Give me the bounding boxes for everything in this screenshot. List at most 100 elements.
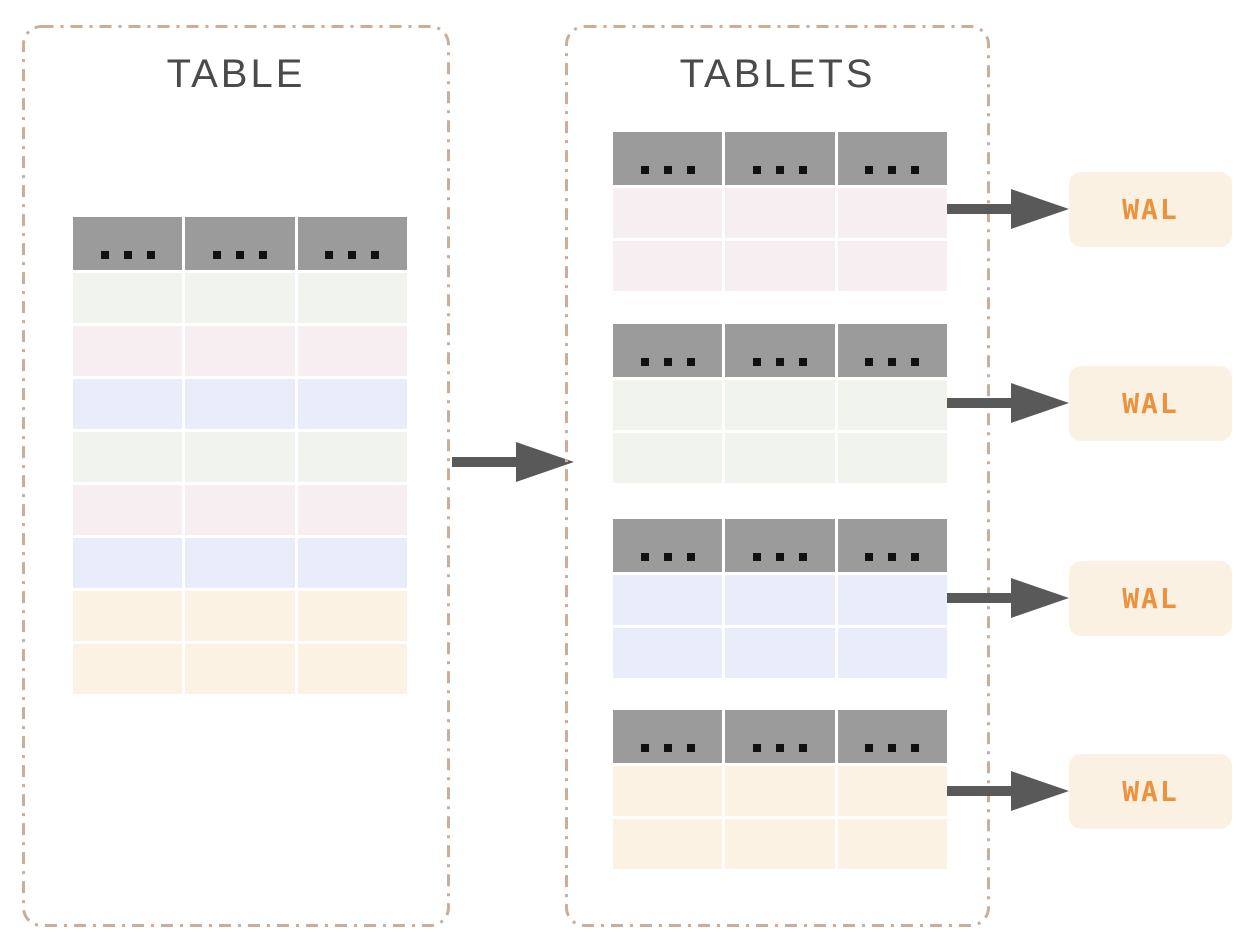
- table-cell: [185, 326, 295, 376]
- tablet-table-4: [613, 710, 947, 869]
- table-row-pink: [613, 241, 947, 291]
- table-cell: [73, 591, 183, 641]
- tablet2-to-wal-arrow-icon: [947, 383, 1069, 423]
- table-cell: [297, 273, 407, 323]
- table-row-orange: [613, 819, 947, 869]
- ellipsis-dot-icon: [663, 166, 672, 174]
- table-row-green: [613, 380, 947, 430]
- table-header-row: [73, 217, 407, 270]
- ellipsis-dot-icon: [775, 744, 784, 752]
- table-cell: [837, 575, 947, 625]
- table-cell: [725, 433, 835, 483]
- table-header-cell: [725, 324, 835, 377]
- ellipsis-dot-icon: [686, 553, 695, 561]
- table-header-cell: [73, 217, 183, 270]
- tablets-panel: TABLETS: [565, 25, 990, 927]
- dashed-border: [565, 25, 990, 927]
- table-cell: [837, 433, 947, 483]
- table-row-blue: [73, 379, 407, 429]
- ellipsis-dot-icon: [371, 251, 380, 259]
- ellipsis-dot-icon: [752, 166, 761, 174]
- ellipsis-dot-icon: [911, 358, 920, 366]
- table-cell: [613, 766, 723, 816]
- table-header-cell: [185, 217, 295, 270]
- ellipsis-dot-icon: [911, 744, 920, 752]
- ellipsis-dot-icon: [865, 166, 874, 174]
- table-cell: [613, 628, 723, 678]
- table-cell: [73, 432, 183, 482]
- table-row-blue: [613, 575, 947, 625]
- tablet-table-1: [613, 132, 947, 291]
- ellipsis-dot-icon: [686, 358, 695, 366]
- table-header-cell: [837, 519, 947, 572]
- ellipsis-dot-icon: [752, 553, 761, 561]
- ellipsis-dot-icon: [640, 744, 649, 752]
- table-cell: [837, 188, 947, 238]
- table-cell: [613, 433, 723, 483]
- ellipsis-dot-icon: [212, 251, 221, 259]
- table-cell: [297, 326, 407, 376]
- wal-box-2: WAL: [1069, 366, 1232, 441]
- table-cell: [837, 628, 947, 678]
- table-cell: [725, 380, 835, 430]
- table-cell: [297, 538, 407, 588]
- table-cell: [73, 379, 183, 429]
- table-row-orange: [613, 766, 947, 816]
- table-cell: [837, 241, 947, 291]
- ellipsis-dot-icon: [348, 251, 357, 259]
- table-cell: [613, 575, 723, 625]
- table-row-pink: [73, 485, 407, 535]
- table-cell: [73, 326, 183, 376]
- ellipsis-dot-icon: [888, 166, 897, 174]
- table-cell: [73, 538, 183, 588]
- ellipsis-dot-icon: [686, 166, 695, 174]
- ellipsis-dot-icon: [663, 744, 672, 752]
- table-header-row: [613, 132, 947, 185]
- ellipsis-dot-icon: [663, 553, 672, 561]
- table-cell: [297, 644, 407, 694]
- table-cell: [613, 380, 723, 430]
- table-header-cell: [613, 132, 723, 185]
- ellipsis-dot-icon: [325, 251, 334, 259]
- table-cell: [297, 379, 407, 429]
- wal-label: WAL: [1122, 193, 1179, 226]
- ellipsis-dot-icon: [775, 553, 784, 561]
- tablet4-to-wal-arrow-icon: [947, 771, 1069, 811]
- table-cell: [297, 432, 407, 482]
- table-header-row: [613, 519, 947, 572]
- table-cell: [73, 644, 183, 694]
- ellipsis-dot-icon: [640, 358, 649, 366]
- ellipsis-dot-icon: [686, 744, 695, 752]
- table-cell: [185, 591, 295, 641]
- table-cell: [185, 273, 295, 323]
- ellipsis-dot-icon: [752, 744, 761, 752]
- ellipsis-dot-icon: [663, 358, 672, 366]
- table-row-orange: [73, 644, 407, 694]
- table-header-cell: [837, 132, 947, 185]
- tablet-table-3: [613, 519, 947, 678]
- table-header-cell: [725, 519, 835, 572]
- table-cell: [185, 485, 295, 535]
- table-row-green: [613, 433, 947, 483]
- ellipsis-dot-icon: [258, 251, 267, 259]
- table-header-row: [613, 324, 947, 377]
- ellipsis-dot-icon: [798, 744, 807, 752]
- wal-box-1: WAL: [1069, 172, 1232, 247]
- tablets-panel-title: TABLETS: [679, 52, 876, 96]
- ellipsis-dot-icon: [865, 553, 874, 561]
- table-header-cell: [837, 710, 947, 763]
- ellipsis-dot-icon: [911, 553, 920, 561]
- table-panel-title: TABLE: [166, 52, 306, 96]
- ellipsis-dot-icon: [888, 744, 897, 752]
- ellipsis-dot-icon: [888, 553, 897, 561]
- table-header-cell: [613, 710, 723, 763]
- tablet3-to-wal-arrow-icon: [947, 578, 1069, 618]
- ellipsis-dot-icon: [775, 358, 784, 366]
- table-cell: [297, 591, 407, 641]
- table-cell: [725, 188, 835, 238]
- table-row-pink: [73, 326, 407, 376]
- ellipsis-dot-icon: [798, 166, 807, 174]
- wal-label: WAL: [1122, 387, 1179, 420]
- table-cell: [73, 273, 183, 323]
